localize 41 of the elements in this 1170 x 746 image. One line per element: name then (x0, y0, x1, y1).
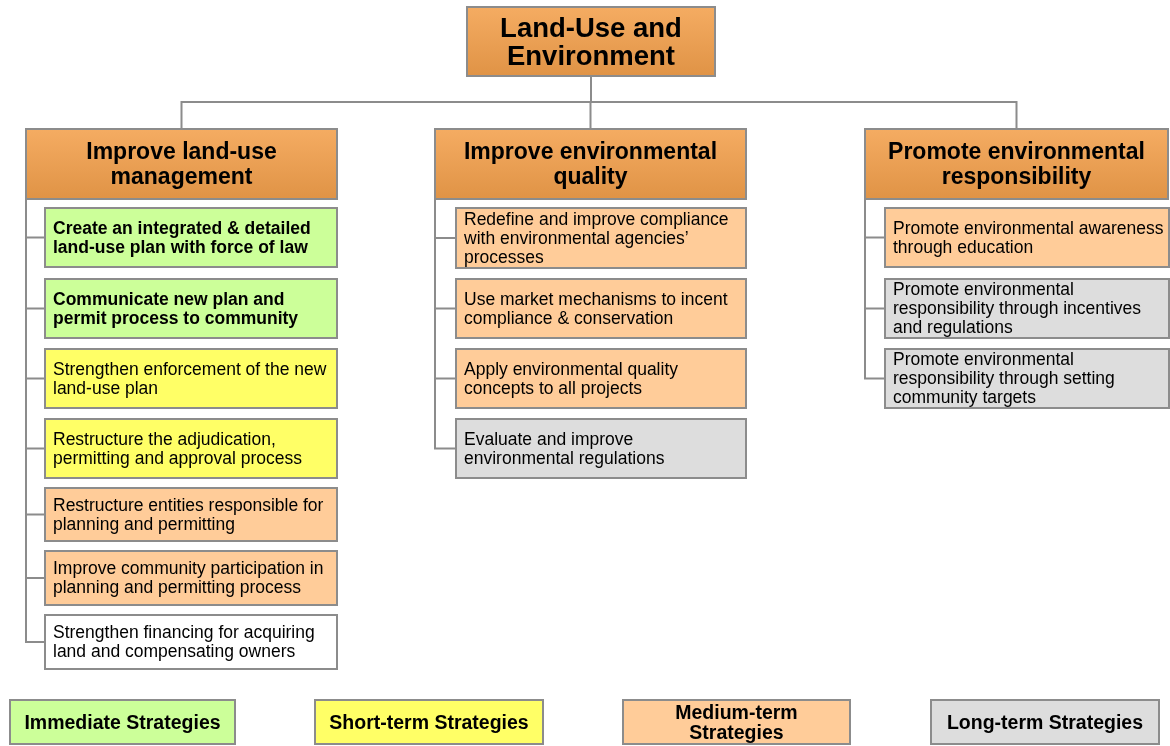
strategy-text: Restructure entities responsible for planning and permitting (53, 495, 325, 534)
connector-line (864, 199, 885, 380)
strategy-text: Redefine and improve compliance with environmental agencies’ processes (464, 209, 730, 267)
strategy-text: Promote environmental responsibility through incentives and regulations (893, 280, 1143, 337)
strategy-box (455, 418, 747, 479)
strategy-box (44, 550, 338, 606)
strategy-box (44, 418, 338, 479)
category-box (434, 128, 747, 200)
strategy-text: Apply environmental quality concepts to all projects (464, 359, 679, 398)
strategy-box (884, 348, 1170, 409)
heading-text: Promote environmental responsibility (887, 139, 1146, 189)
strategy-box (44, 614, 338, 670)
strategy-box (455, 348, 747, 409)
strategy-text: Improve community participation in planning and permitting process (53, 559, 325, 597)
heading-text: Land-Use and Environment (499, 13, 683, 70)
strategy-text: Communicate new plan and permit process to community (53, 289, 300, 328)
strategy-text: Promote environmental responsibility through setting community targets (893, 350, 1116, 407)
strategy-text: Promote environmental awareness through education (893, 218, 1165, 257)
legend-text: Long-term Strategies (946, 712, 1144, 732)
legend-text: Medium-term Strategies (674, 702, 799, 742)
strategy-box (884, 278, 1170, 339)
root-box (466, 6, 716, 77)
legend-text: Short-term Strategies (329, 712, 529, 732)
strategy-text: Create an integrated & detailed land-use plan with force of law (53, 218, 312, 257)
heading-text: Improve environmental quality (462, 139, 719, 189)
strategy-box (455, 278, 747, 339)
heading-text: Improve land-use management (85, 139, 278, 189)
strategy-text: Strengthen enforcement of the new land-use plan (53, 359, 328, 398)
category-box (864, 128, 1169, 200)
strategy-box (44, 207, 338, 268)
strategy-text: Restructure the adjudication, permitting and approval process (53, 429, 304, 468)
category-box (25, 128, 338, 200)
strategy-text: Use market mechanisms to incent compliance & conservation (464, 289, 729, 328)
legend-text: Immediate Strategies (24, 712, 221, 732)
strategy-box (884, 207, 1170, 268)
strategy-box (44, 278, 338, 339)
strategy-box (44, 487, 338, 542)
strategy-text: Evaluate and improve environmental regulations (464, 429, 666, 468)
connector-line (434, 199, 456, 450)
strategy-box (44, 348, 338, 409)
strategy-text: Strengthen financing for acquiring land and compensating owners (53, 623, 316, 661)
